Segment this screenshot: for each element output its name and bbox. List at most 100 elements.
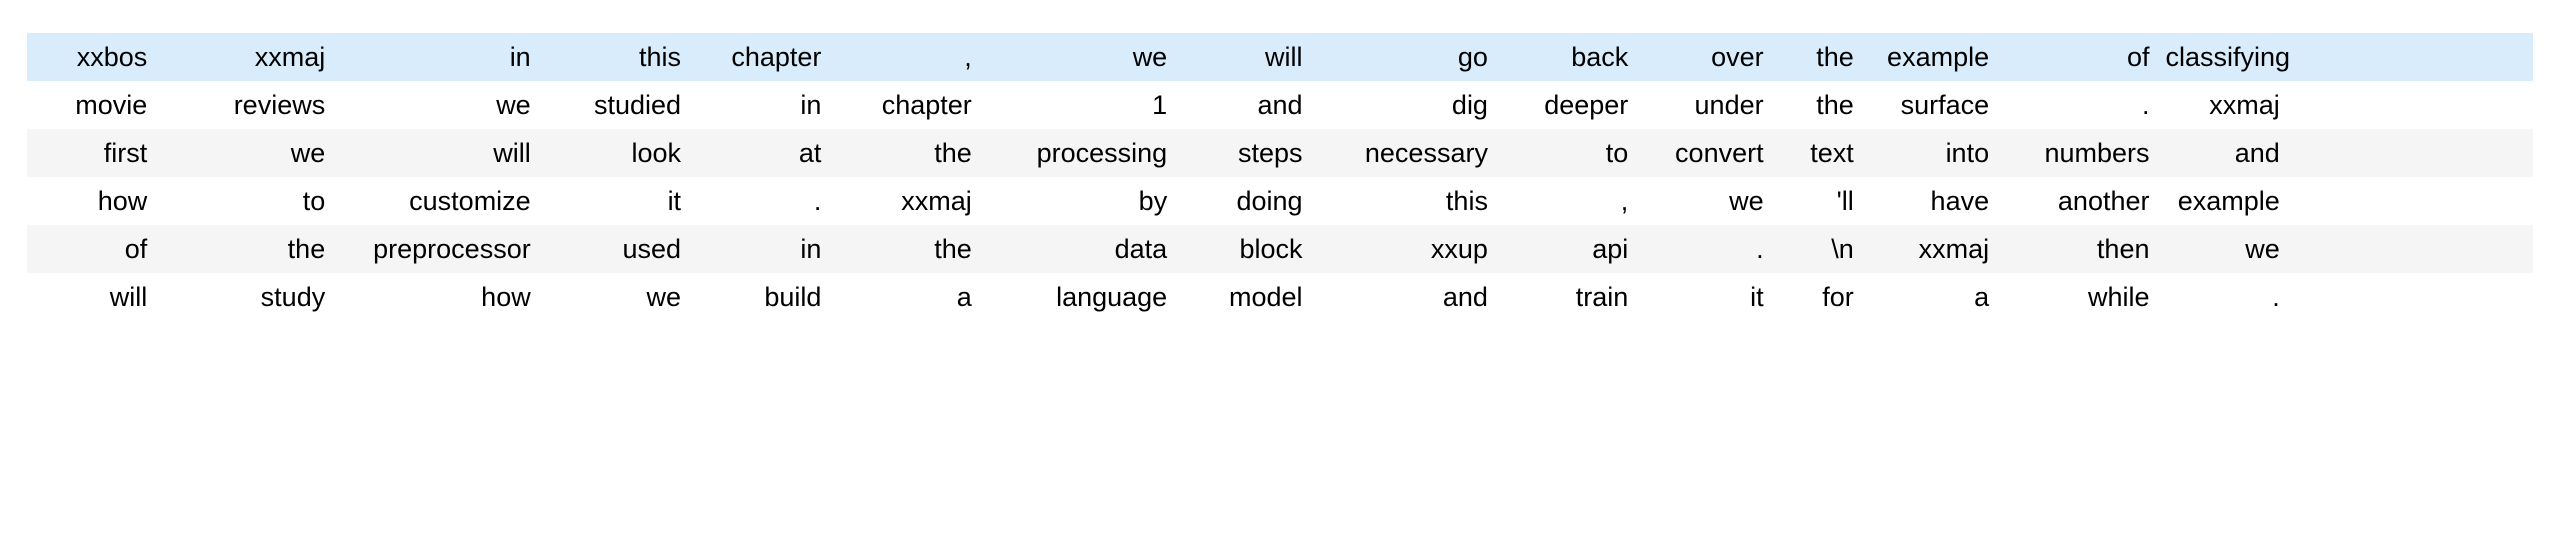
token-cell [2289, 273, 2533, 321]
token-cell: we [335, 81, 541, 129]
token-cell: convert [1638, 129, 1774, 177]
token-cell: customize [335, 177, 541, 225]
token-cell: at [691, 129, 832, 177]
row-index-cell: will [27, 273, 158, 321]
token-cell: over [1638, 33, 1774, 81]
token-cell: numbers [1999, 129, 2160, 177]
token-cell: xxmaj [2159, 81, 2290, 129]
token-cell: chapter [691, 33, 832, 81]
token-cell [2289, 225, 2533, 273]
token-cell: example [2159, 177, 2290, 225]
token-cell: xxup [1312, 225, 1498, 273]
token-cell: and [2159, 129, 2290, 177]
token-cell [2289, 81, 2533, 129]
token-cell: . [2159, 273, 2290, 321]
token-cell: model [1177, 273, 1313, 321]
token-cell: will [1177, 33, 1313, 81]
token-cell: it [540, 177, 692, 225]
token-cell: xxmaj [157, 33, 336, 81]
token-cell: we [2159, 225, 2290, 273]
token-cell: train [1497, 273, 1639, 321]
row-index-cell: first [27, 129, 158, 177]
token-cell: the [831, 225, 982, 273]
token-cell: have [1863, 177, 2000, 225]
row-index-cell: how [27, 177, 158, 225]
row-index-cell: of [27, 225, 158, 273]
token-cell: classifying [2159, 33, 2290, 81]
token-cell: , [1497, 177, 1639, 225]
token-cell: preprocessor [335, 225, 541, 273]
token-cell: example [1863, 33, 2000, 81]
token-cell: chapter [831, 81, 982, 129]
token-cell: by [981, 177, 1178, 225]
token-cell: for [1773, 273, 1864, 321]
token-cell: block [1177, 225, 1313, 273]
token-cell: in [335, 33, 541, 81]
token-cell: we [981, 33, 1178, 81]
token-cell: back [1497, 33, 1639, 81]
row-index-cell: xxbos [27, 33, 158, 81]
token-cell [2289, 177, 2533, 225]
token-cell: this [1312, 177, 1498, 225]
token-cell: the [157, 225, 336, 273]
token-cell: how [335, 273, 541, 321]
token-cell: . [1999, 81, 2160, 129]
token-cell: the [1773, 33, 1864, 81]
token-cell: steps [1177, 129, 1313, 177]
token-cell: build [691, 273, 832, 321]
token-cell: in [691, 81, 832, 129]
token-cell: the [1773, 81, 1864, 129]
token-cell: another [1999, 177, 2160, 225]
token-cell: xxmaj [1863, 225, 2000, 273]
token-cell: then [1999, 225, 2160, 273]
token-cell: into [1863, 129, 2000, 177]
token-cell: while [1999, 273, 2160, 321]
token-cell: . [691, 177, 832, 225]
token-cell: necessary [1312, 129, 1498, 177]
token-cell: it [1638, 273, 1774, 321]
token-cell: to [157, 177, 336, 225]
token-cell: processing [981, 129, 1178, 177]
token-cell [2289, 129, 2533, 177]
token-cell: studied [540, 81, 692, 129]
token-cell: api [1497, 225, 1639, 273]
token-cell: to [1497, 129, 1639, 177]
token-cell: 'll [1773, 177, 1864, 225]
token-cell: go [1312, 33, 1498, 81]
token-cell: \n [1773, 225, 1864, 273]
row-index-cell: movie [27, 81, 158, 129]
token-cell: dig [1312, 81, 1498, 129]
token-cell: a [1863, 273, 2000, 321]
token-cell: surface [1863, 81, 2000, 129]
token-cell: deeper [1497, 81, 1639, 129]
token-cell: xxmaj [831, 177, 982, 225]
token-cell: under [1638, 81, 1774, 129]
token-cell: 1 [981, 81, 1178, 129]
token-cell: will [335, 129, 541, 177]
token-cell: look [540, 129, 692, 177]
token-cell: the [831, 129, 982, 177]
token-cell: of [1999, 33, 2160, 81]
token-cell: language [981, 273, 1178, 321]
token-cell: a [831, 273, 982, 321]
token-cell: study [157, 273, 336, 321]
token-cell: this [540, 33, 692, 81]
token-cell: reviews [157, 81, 336, 129]
token-cell: used [540, 225, 692, 273]
token-cell: and [1312, 273, 1498, 321]
token-cell: we [540, 273, 692, 321]
token-cell: data [981, 225, 1178, 273]
token-cell: and [1177, 81, 1313, 129]
token-cell: in [691, 225, 832, 273]
token-cell [2289, 33, 2533, 81]
